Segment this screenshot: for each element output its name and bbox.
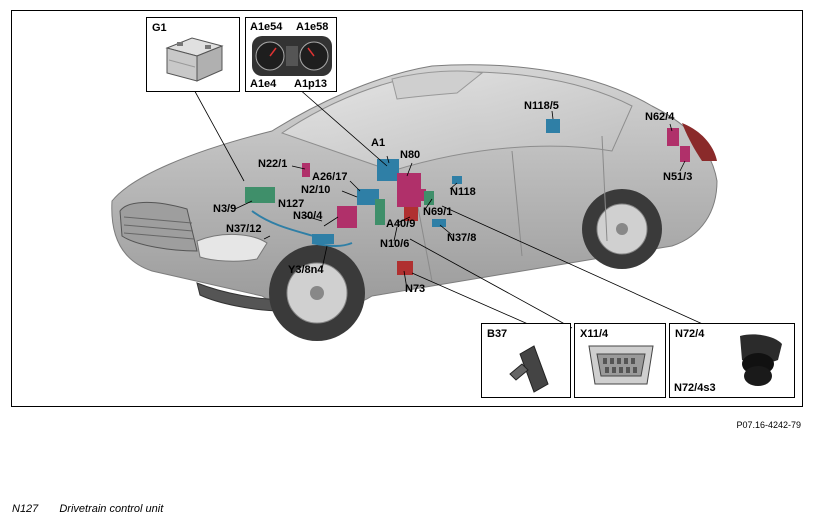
- controller-icon: [740, 334, 782, 386]
- label-n73: N73: [405, 283, 426, 295]
- diagram-frame: G1 A1e54 A1e58 A1e4 A1p13 B37: [11, 10, 803, 407]
- label-n118: N118: [450, 186, 476, 198]
- label-n2-10: N2/10: [301, 184, 331, 196]
- inset-connector-label: X11/4: [580, 328, 609, 340]
- label-a1: A1: [371, 137, 386, 149]
- cluster-label-a1e58: A1e58: [296, 21, 329, 33]
- label-n51-3: N51/3: [663, 171, 693, 183]
- pedal-icon: [509, 345, 549, 393]
- inset-controller-label: N72/4: [675, 328, 705, 340]
- label-n80: N80: [400, 149, 421, 161]
- caption-text: Drivetrain control unit: [59, 503, 164, 515]
- cluster-label-a1p13: A1p13: [294, 78, 328, 90]
- label-n69-1: N69/1: [423, 206, 453, 218]
- label-n22-1: N22/1: [258, 158, 288, 170]
- rear-wheel: [582, 189, 662, 269]
- front-wheel: [269, 245, 365, 341]
- caption-code: N127: [12, 503, 39, 515]
- inset-battery: G1: [146, 17, 240, 92]
- car-illustration: [111, 64, 718, 341]
- label-n37-8: N37/8: [447, 232, 477, 244]
- caption: N127 Drivetrain control unit: [12, 503, 163, 515]
- car-grille: [119, 201, 198, 252]
- label-a26-17: A26/17: [312, 171, 348, 183]
- label-n10-6: N10/6: [380, 238, 410, 250]
- cluster-label-a1e54: A1e54: [250, 21, 283, 33]
- car-taillight: [682, 123, 717, 161]
- car-headlight: [196, 233, 268, 262]
- connector-icon: [588, 345, 654, 385]
- label-n118-5: N118/5: [524, 100, 559, 112]
- inset-pedal: B37: [481, 323, 571, 398]
- battery-icon: [165, 37, 224, 82]
- cluster-label-a1e4: A1e4: [250, 78, 277, 90]
- label-y3-8n4: Y3/8n4: [288, 264, 324, 276]
- inset-controller: N72/4 N72/4s3: [669, 323, 795, 398]
- inset-battery-label: G1: [152, 22, 167, 34]
- label-n30-4: N30/4: [293, 210, 323, 222]
- car-glass: [280, 71, 633, 172]
- component-blocks: [245, 119, 690, 275]
- inset-controller-sublabel: N72/4s3: [674, 382, 716, 394]
- label-a40-9: A40/9: [386, 218, 416, 230]
- inset-pedal-label: B37: [487, 328, 508, 340]
- cluster-icon: [252, 36, 332, 76]
- reference-number: P07.16-4242-79: [736, 420, 801, 430]
- label-n127: N127: [278, 198, 305, 210]
- inset-connector: X11/4: [574, 323, 666, 398]
- inset-instrument-cluster: A1e54 A1e58 A1e4 A1p13: [245, 17, 337, 92]
- label-n62-4: N62/4: [645, 111, 675, 123]
- label-n3-9: N3/9: [213, 203, 237, 215]
- car-sunroof: [391, 70, 484, 100]
- label-n37-12: N37/12: [226, 223, 262, 235]
